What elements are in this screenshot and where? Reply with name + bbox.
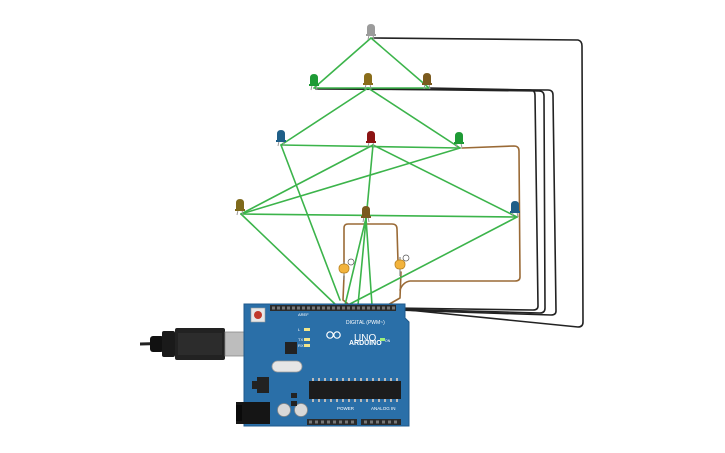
- arduino-board[interactable]: AREF DIGITAL (PWM~) ARDUINO UNO ON L TX …: [236, 303, 410, 427]
- wire-green[interactable]: [370, 37, 430, 89]
- crystal-oscillator: [271, 360, 303, 373]
- wire-green[interactable]: [240, 147, 461, 215]
- usb-chip: [285, 342, 297, 354]
- led-group: [235, 24, 520, 223]
- wire-green[interactable]: [372, 144, 518, 218]
- wire-black-row2-a[interactable]: [315, 88, 557, 316]
- on-led: [380, 338, 385, 341]
- wire-black-top[interactable]: [372, 37, 584, 328]
- led-brown-2[interactable]: [361, 206, 371, 223]
- rx-led: [304, 344, 310, 347]
- resistor-2[interactable]: [394, 254, 410, 276]
- wire-green[interactable]: [365, 217, 373, 306]
- rx-label: RX: [298, 343, 304, 348]
- on-label: ON: [385, 339, 391, 343]
- wire-brown-res2-out[interactable]: [385, 271, 402, 307]
- tx-label: TX: [298, 337, 303, 342]
- led-gray-top[interactable]: [366, 24, 376, 41]
- wire-green[interactable]: [347, 216, 518, 306]
- capacitor-2: [294, 403, 308, 417]
- wire-black-row2-c[interactable]: [393, 87, 539, 311]
- analog-in-label: ANALOG IN: [371, 406, 396, 411]
- wire-green[interactable]: [240, 213, 518, 218]
- arduino-logo-text: ARDUINO: [349, 340, 382, 347]
- wire-black-row2-b[interactable]: [371, 88, 546, 314]
- usb-cable[interactable]: [139, 328, 254, 360]
- led-green-2[interactable]: [454, 132, 464, 149]
- wire-green[interactable]: [357, 144, 374, 306]
- arduino-infinity-icon: [326, 331, 341, 339]
- resistor-2-label-icon: [402, 254, 410, 262]
- power-label: POWER: [337, 406, 355, 411]
- wire-green[interactable]: [240, 144, 374, 215]
- dc-power-jack[interactable]: [236, 402, 270, 424]
- brown-wires: [342, 145, 521, 308]
- wire-green[interactable]: [240, 213, 337, 306]
- green-wires: [240, 37, 518, 306]
- capacitor-1: [277, 403, 291, 417]
- voltage-regulator: [257, 377, 269, 393]
- led-blue-1[interactable]: [276, 130, 286, 147]
- wire-green[interactable]: [280, 144, 341, 301]
- l-led-label: L: [298, 327, 301, 332]
- resistor-1[interactable]: [338, 258, 355, 280]
- wire-green[interactable]: [367, 87, 461, 149]
- analog-header[interactable]: [361, 419, 401, 425]
- led-olive-1[interactable]: [363, 73, 373, 90]
- aref-label: AREF: [298, 312, 309, 317]
- wire-green[interactable]: [280, 87, 369, 146]
- led-brown-1[interactable]: [422, 73, 432, 90]
- wire-brown-left-loop[interactable]: [343, 223, 399, 269]
- black-wires: [315, 37, 584, 328]
- tx-led: [304, 338, 310, 341]
- uno-label: UNO: [354, 333, 376, 344]
- resistor-1-label-icon: [347, 258, 355, 266]
- wire-green[interactable]: [344, 217, 367, 306]
- l-led: [304, 328, 310, 331]
- led-olive-2[interactable]: [235, 199, 245, 216]
- power-header[interactable]: [307, 419, 357, 425]
- led-green-1[interactable]: [309, 74, 319, 91]
- led-blue-2[interactable]: [510, 201, 520, 218]
- wire-green[interactable]: [313, 37, 372, 89]
- digital-label: DIGITAL (PWM~): [346, 320, 385, 326]
- wire-brown-right[interactable]: [399, 145, 521, 291]
- atmega-chip: [309, 381, 401, 399]
- led-red-1[interactable]: [366, 131, 376, 148]
